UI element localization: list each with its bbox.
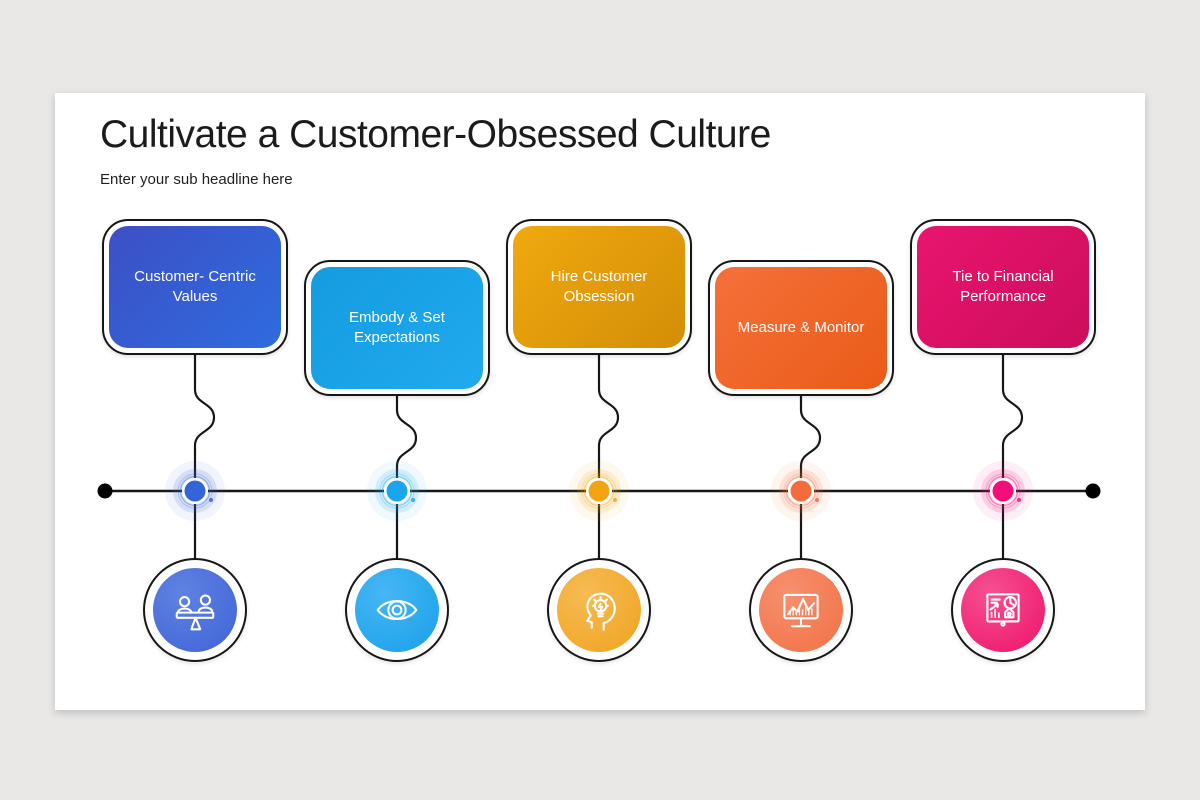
eye-icon bbox=[372, 585, 422, 635]
step-dot bbox=[771, 461, 831, 521]
presentation-charts-icon bbox=[978, 585, 1028, 635]
step-circle-inner bbox=[961, 568, 1045, 652]
timeline-endpoint-left bbox=[97, 483, 113, 499]
step-card: Hire Customer Obsession bbox=[506, 219, 692, 355]
step-card-label: Measure & Monitor bbox=[737, 318, 865, 336]
step-connector bbox=[193, 355, 216, 491]
people-balance-icon bbox=[170, 585, 220, 635]
step-card-label: Hire Customer Obsession bbox=[550, 267, 648, 305]
step-card: Customer- Centric Values bbox=[102, 219, 288, 355]
step-dot bbox=[569, 461, 629, 521]
step-card-label: Customer- Centric Values bbox=[134, 267, 256, 305]
step-connector bbox=[395, 396, 418, 491]
step-dot bbox=[165, 461, 225, 521]
step-circle bbox=[547, 558, 651, 662]
step-card-label: Embody & Set Expectations bbox=[349, 308, 445, 346]
step-circle bbox=[749, 558, 853, 662]
step-dot bbox=[367, 461, 427, 521]
step-card-inner: Tie to Financial Performance bbox=[917, 226, 1089, 348]
step-card-label: Tie to Financial Performance bbox=[952, 267, 1054, 305]
step-connector bbox=[597, 355, 620, 491]
step-circle-inner bbox=[759, 568, 843, 652]
step-card-inner: Customer- Centric Values bbox=[109, 226, 281, 348]
step-circle-inner bbox=[557, 568, 641, 652]
slide-title: Cultivate a Customer-Obsessed Culture bbox=[100, 113, 771, 156]
step-card-inner: Hire Customer Obsession bbox=[513, 226, 685, 348]
step-card: Embody & Set Expectations bbox=[304, 260, 490, 396]
head-idea-icon bbox=[574, 585, 624, 635]
step-circle bbox=[345, 558, 449, 662]
timeline-graphic bbox=[97, 355, 1101, 560]
step-circle bbox=[143, 558, 247, 662]
step-circle bbox=[951, 558, 1055, 662]
step-connector bbox=[1001, 355, 1024, 491]
step-circle-inner bbox=[153, 568, 237, 652]
slide: Cultivate a Customer-Obsessed Culture En… bbox=[55, 93, 1145, 710]
step-circle-inner bbox=[355, 568, 439, 652]
step-connector bbox=[799, 396, 822, 491]
step-card-inner: Embody & Set Expectations bbox=[311, 267, 483, 389]
step-card-inner: Measure & Monitor bbox=[715, 267, 887, 389]
timeline-endpoint-right bbox=[1085, 483, 1101, 499]
step-card: Tie to Financial Performance bbox=[910, 219, 1096, 355]
slide-subtitle: Enter your sub headline here bbox=[100, 171, 293, 188]
step-dot bbox=[973, 461, 1033, 521]
monitor-chart-icon bbox=[776, 585, 826, 635]
step-card: Measure & Monitor bbox=[708, 260, 894, 396]
